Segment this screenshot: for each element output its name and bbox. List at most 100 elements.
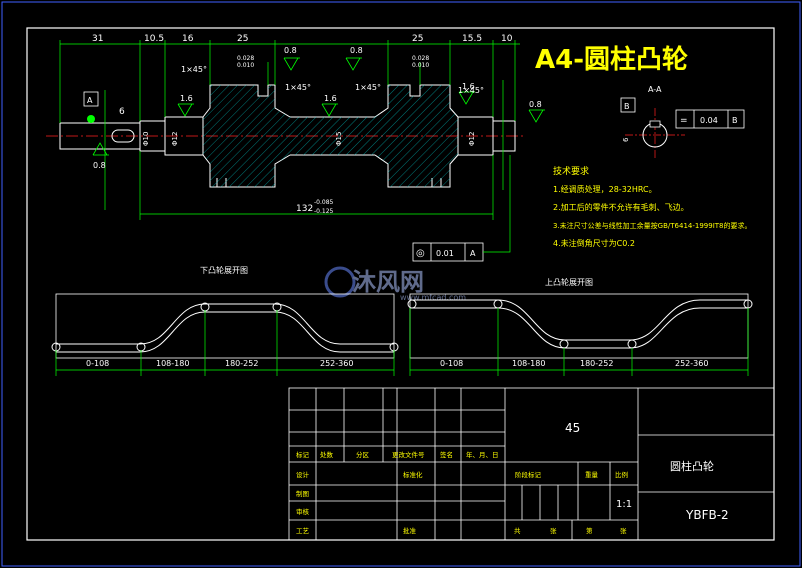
tb-part-name: 圆柱凸轮: [670, 459, 714, 473]
chamfer-0: 1×45°: [181, 65, 207, 74]
datum-a-label: A: [87, 96, 93, 105]
main-shaft-view: 31 10.5 16 25 25 15.5 10 0.028 0.010 0.0…: [46, 34, 545, 220]
roughness-1: 0.8: [350, 46, 363, 55]
tech-req-heading: 技术要求: [553, 165, 589, 177]
tb-sheet-label2: 张: [620, 526, 627, 535]
roughness-0: 0.8: [284, 46, 297, 55]
dia-label-0: Φ10: [142, 132, 150, 146]
upper-range-3: 252-360: [675, 359, 708, 368]
tb-process: 工艺: [296, 527, 310, 535]
roughness-6: 0.8: [529, 100, 542, 109]
tol-left-lower: 0.010: [237, 62, 254, 69]
dimension-lines: [59, 40, 520, 220]
watermark-url: www.mfcad.com: [400, 293, 466, 302]
section-datum-label: B: [624, 102, 630, 111]
overall-tol-lower: -0.125: [314, 208, 334, 215]
tech-requirements: 技术要求 1.经调质处理，28-32HRC。 2.加工后的零件不允许有毛刺、飞边…: [553, 165, 752, 248]
tb-rev-5: 年、月、日: [466, 450, 499, 459]
tb-weight: 重量: [585, 471, 599, 479]
dim-top-2: 16: [182, 34, 194, 44]
lower-range-3: 252-360: [320, 359, 353, 368]
section-datum-box: [620, 97, 636, 113]
tech-req-item-3: 4.未注倒角尺寸为C0.2: [553, 238, 635, 248]
upper-dev-title: 上凸轮展开图: [545, 277, 593, 287]
tol-right-upper: 0.028: [412, 55, 429, 62]
dim-top-6: 10: [501, 34, 513, 44]
key-width-dim: 6: [119, 107, 125, 117]
chamfer-2: 1×45°: [355, 83, 381, 92]
section-a-a-view: A-A B = 0.04 B 6: [620, 85, 745, 160]
dia-label-1: Φ12: [171, 132, 179, 146]
section-keyway-dim: 6: [622, 137, 630, 142]
tb-rev-0: 标记: [296, 450, 310, 459]
watermark-brand: 沐风网: [352, 268, 424, 296]
section-tol-frame: [675, 109, 745, 129]
roughness-4: 1.6: [462, 82, 475, 91]
chamfer-3: 1×45°: [458, 86, 484, 95]
lower-dev-title: 下凸轮展开图: [200, 265, 248, 275]
tech-req-item-0: 1.经调质处理，28-32HRC。: [553, 184, 657, 194]
tb-standardization: 标准化: [403, 470, 423, 479]
tol-left-upper: 0.028: [237, 55, 254, 62]
dim-top-3: 25: [237, 34, 248, 44]
tb-rev-1: 处数: [320, 450, 334, 459]
tb-drafting: 制图: [296, 489, 309, 498]
tb-rev-2: 分区: [356, 450, 370, 459]
tb-review: 审核: [296, 507, 310, 516]
concentricity-callout: ◎ 0.01 A: [412, 155, 511, 262]
tb-sheet-label: 张: [550, 526, 557, 535]
tech-req-item-2: 3.未注尺寸公差与线性加工余量按GB/T6414-1999IT8的要求。: [553, 221, 752, 230]
dia-label-2: Φ15: [335, 132, 343, 146]
tb-scale-label: 比例: [615, 470, 628, 479]
overall-tol-upper: -0.085: [314, 199, 334, 206]
dim-top-4: 25: [412, 34, 423, 44]
section-tol-datum: B: [732, 116, 738, 125]
tb-sheet-no: 第: [586, 526, 593, 535]
section-tol-value: 0.04: [700, 116, 718, 125]
concentricity-value: 0.01: [436, 249, 454, 258]
roughness-2: 1.6: [180, 94, 193, 103]
upper-cam-development: 上凸轮展开图 0-108 108-180 180-252 252-360: [407, 277, 753, 376]
tb-material: 45: [565, 421, 580, 435]
watermark: 沐风网 www.mfcad.com: [324, 266, 466, 302]
center-neck-hatch: [290, 117, 375, 155]
sheet-title: A4-圆柱凸轮: [535, 45, 688, 75]
chamfer-1: 1×45°: [285, 83, 311, 92]
tb-rev-3: 更改文件号: [392, 450, 425, 459]
section-label: A-A: [648, 85, 662, 94]
tb-approval: 批准: [403, 526, 417, 535]
left-cam-hatch: [203, 85, 290, 187]
tb-stage-mark: 阶段标记: [515, 470, 542, 479]
section-keyway: [649, 120, 661, 128]
lower-range-0: 0-108: [86, 359, 109, 368]
tb-scale-value: 1:1: [616, 499, 632, 510]
tb-design: 设计: [296, 470, 310, 479]
tech-req-item-1: 2.加工后的零件不允许有毛刺、飞边。: [553, 202, 689, 212]
lower-range-2: 180-252: [225, 359, 258, 368]
tb-rev-4: 签名: [440, 450, 453, 459]
section-tol-symbol: =: [680, 116, 688, 126]
upper-range-2: 180-252: [580, 359, 613, 368]
concentricity-symbol: ◎: [416, 248, 425, 259]
dim-top-1: 10.5: [144, 34, 164, 44]
datum-a-marker: [87, 115, 95, 123]
dia-label-3: Φ12: [468, 132, 476, 146]
upper-range-1: 108-180: [512, 359, 545, 368]
tol-right-lower: 0.010: [412, 62, 429, 69]
roughness-5: 0.8: [93, 161, 106, 170]
overall-length: 132: [296, 204, 313, 214]
lower-cam-development: 下凸轮展开图 0-108 108-180 180-252 252-360: [51, 265, 399, 376]
title-block: [288, 387, 775, 541]
roughness-symbols: [92, 57, 545, 156]
datum-box-a: [83, 91, 99, 107]
lower-range-1: 108-180: [156, 359, 189, 368]
dim-top-0: 31: [92, 34, 103, 44]
dim-top-5: 15.5: [462, 34, 482, 44]
roughness-3: 1.6: [324, 94, 337, 103]
tb-sheet-total: 共: [514, 526, 521, 535]
concentricity-datum: A: [470, 249, 476, 258]
right-cam-hatch: [375, 85, 458, 187]
upper-range-0: 0-108: [440, 359, 463, 368]
tb-drawing-no: YBFB-2: [685, 508, 729, 522]
